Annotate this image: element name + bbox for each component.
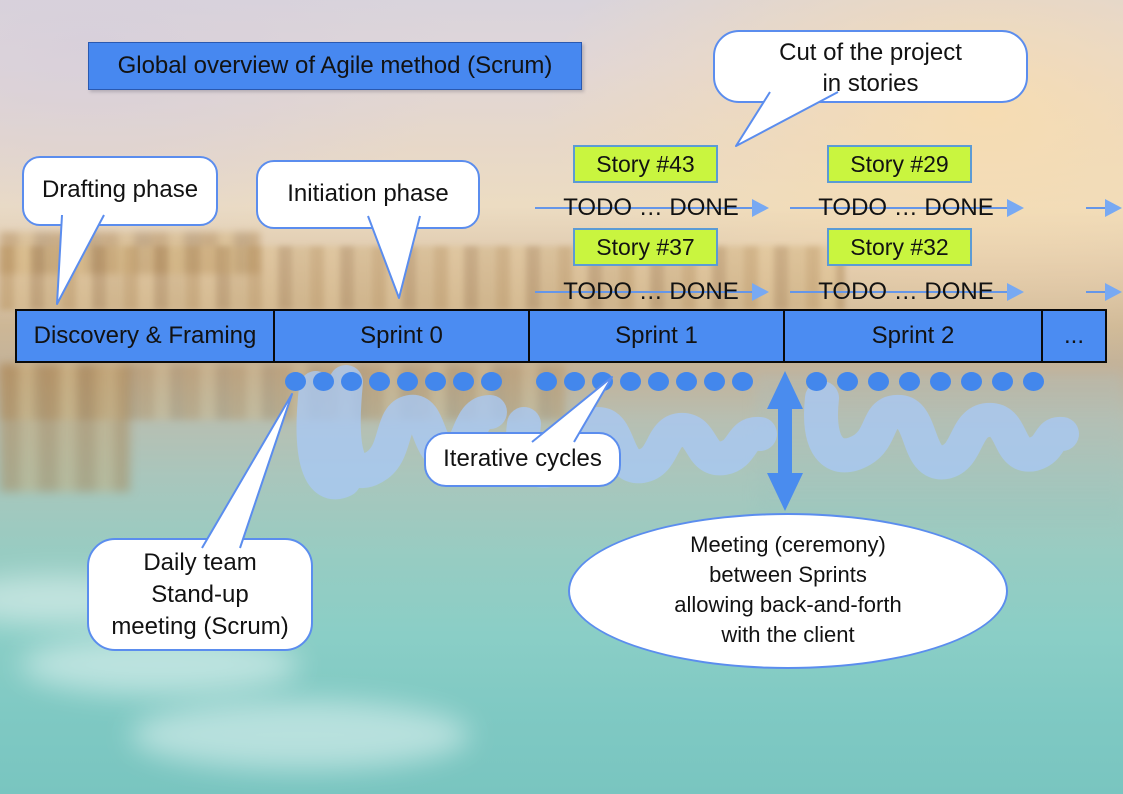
iteration-dot [899,372,920,391]
timeline-bar: Discovery & Framing Sprint 0 Sprint 1 Sp… [15,309,1107,363]
callout-daily-standup: Daily team Stand-up meeting (Scrum) [87,538,313,651]
story-label: Story #43 [596,150,695,177]
water-right [755,372,1123,522]
flow-label: TODO … DONE [563,194,739,221]
iteration-dots-sprint2 [806,372,1044,391]
callout-text: allowing back-and-forth [674,592,902,617]
flow-line [790,207,1008,209]
timeline-segment-label: Sprint 0 [360,322,443,349]
story-card-32: Story #32 [827,228,972,266]
flow-label: TODO … DONE [818,278,994,305]
flow-label: TODO … DONE [818,194,994,221]
diagram-title: Global overview of Agile method (Scrum) [88,42,582,90]
flow-arrowhead-icon [752,283,769,301]
timeline-segment-sprint-1: Sprint 1 [528,311,783,361]
callout-text: Cut of the project [779,39,962,66]
callout-initiation-phase: Initiation phase [256,160,480,229]
next-sprint-arrow-icon [1086,194,1122,222]
flow-label: TODO … DONE [563,278,739,305]
iteration-dot [620,372,641,391]
callout-text: Stand-up [151,581,249,608]
flow-line [790,291,1008,293]
timeline-segment-label: Sprint 1 [615,322,698,349]
timeline-segment-sprint-2: Sprint 2 [783,311,1041,361]
iteration-dot [732,372,753,391]
timeline-segment-ellipsis: ... [1041,311,1105,361]
timeline-segment-label: Discovery & Framing [33,322,257,349]
flow-arrowhead-icon [1105,283,1122,301]
iteration-dot [369,372,390,391]
iteration-dot [837,372,858,391]
next-sprint-arrow-icon [1086,278,1122,306]
iteration-dot [453,372,474,391]
city-skyline-left [0,232,260,274]
callout-iterative-cycles: Iterative cycles [424,432,621,487]
timeline-segment-label: Sprint 2 [871,322,955,349]
todo-done-flow: TODO … DONE [535,278,769,306]
timeline-segment-discovery-framing: Discovery & Framing [17,311,273,361]
story-card-37: Story #37 [573,228,718,266]
flow-arrowhead-icon [1007,199,1024,217]
timeline-segment-label: ... [1063,322,1084,349]
callout-drafting-phase: Drafting phase [22,156,218,226]
waterfront-buildings-left [0,364,130,492]
flow-arrowhead-icon [1007,283,1024,301]
story-label: Story #29 [850,150,949,177]
story-label: Story #32 [850,233,949,260]
flow-line [1086,291,1107,293]
callout-text: Iterative cycles [443,445,602,472]
iteration-dot [313,372,334,391]
callout-meeting-ceremony: Meeting (ceremony) between Sprints allow… [568,513,1008,669]
iteration-dot [481,372,502,391]
story-card-29: Story #29 [827,145,972,183]
story-label: Story #37 [596,233,695,260]
iteration-dot [397,372,418,391]
iteration-dot [564,372,585,391]
iteration-dots-sprint0 [285,372,502,391]
iteration-dot [868,372,889,391]
diagram-title-text: Global overview of Agile method (Scrum) [117,52,553,79]
flow-line [535,207,753,209]
iteration-dot [341,372,362,391]
iteration-dot [1023,372,1044,391]
flow-line [1086,207,1107,209]
flow-line [535,291,753,293]
callout-cut-of-project: Cut of the project in stories [713,30,1028,103]
todo-done-flow: TODO … DONE [790,194,1024,222]
iteration-dot [676,372,697,391]
callout-text: Daily team [143,549,257,576]
iteration-dots-sprint1 [536,372,753,391]
callout-text: meeting (Scrum) [111,613,289,640]
iteration-dot [648,372,669,391]
iteration-dot [592,372,613,391]
callout-text: Drafting phase [41,176,199,203]
callout-text: between Sprints [709,562,867,587]
iteration-dot [992,372,1013,391]
iteration-dot [806,372,827,391]
iteration-dot [704,372,725,391]
flow-arrowhead-icon [1105,199,1122,217]
callout-text: with the client [721,622,855,647]
callout-text: in stories [822,70,919,97]
story-card-43: Story #43 [573,145,718,183]
iteration-dot [425,372,446,391]
sea-foam [130,700,470,770]
iteration-dot [930,372,951,391]
callout-text: Meeting (ceremony) [690,532,886,557]
iteration-dot [536,372,557,391]
todo-done-flow: TODO … DONE [535,194,769,222]
double-arrow-icon [767,371,803,511]
timeline-segment-sprint-0: Sprint 0 [273,311,528,361]
callout-text: Initiation phase [287,180,449,207]
todo-done-flow: TODO … DONE [790,278,1024,306]
flow-arrowhead-icon [752,199,769,217]
iteration-dot [961,372,982,391]
iteration-dot [285,372,306,391]
